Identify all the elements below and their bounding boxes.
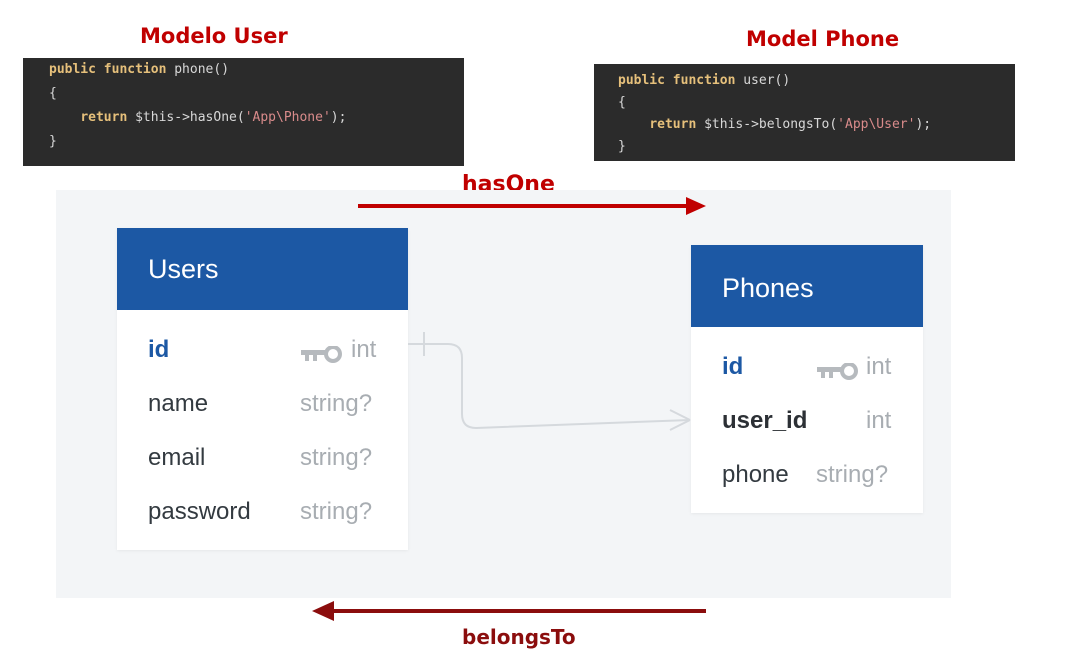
column-type: int bbox=[866, 353, 892, 380]
table-row: id int bbox=[117, 323, 408, 377]
column-name: user_id bbox=[722, 407, 808, 434]
column-name: id bbox=[722, 353, 744, 380]
column-type: string? bbox=[300, 444, 373, 471]
users-table-header: Users bbox=[117, 228, 408, 310]
code-line: public function user() bbox=[618, 73, 791, 88]
phones-table-header: Phones bbox=[691, 245, 923, 327]
has-one-arrow bbox=[358, 197, 706, 215]
belongs-to-label: belongsTo bbox=[462, 625, 576, 649]
code-line: return $this->hasOne('App\Phone'); bbox=[80, 110, 347, 125]
table-row: name string? bbox=[117, 377, 408, 431]
code-line: } bbox=[49, 134, 57, 149]
column-type: int bbox=[351, 336, 377, 363]
model-phone-title: Model Phone bbox=[746, 27, 900, 51]
modelo-user-title: Modelo User bbox=[140, 24, 288, 48]
users-table[interactable]: Users id int name string? email string? … bbox=[117, 228, 408, 550]
code-line: return $this->belongsTo('App\User'); bbox=[649, 117, 932, 132]
phones-table[interactable]: Phones id int user_id int phone string? bbox=[691, 245, 923, 513]
code-line: } bbox=[618, 139, 626, 154]
column-type: string? bbox=[300, 498, 373, 525]
column-name: email bbox=[148, 444, 206, 471]
phone-model-code: public function user() { return $this->b… bbox=[594, 64, 1015, 161]
column-type: int bbox=[866, 407, 892, 434]
key-icon bbox=[815, 360, 859, 388]
code-line: { bbox=[49, 86, 57, 101]
user-model-code: public function phone() { return $this->… bbox=[23, 58, 464, 166]
table-row: user_id int bbox=[691, 394, 923, 448]
column-type: string? bbox=[300, 390, 373, 417]
column-name: id bbox=[148, 336, 170, 363]
table-row: password string? bbox=[117, 485, 408, 539]
column-name: name bbox=[148, 390, 209, 417]
table-row: phone string? bbox=[691, 448, 923, 502]
key-icon bbox=[299, 343, 343, 371]
column-type: string? bbox=[816, 461, 889, 488]
column-name: phone bbox=[722, 461, 789, 488]
table-row: email string? bbox=[117, 431, 408, 485]
code-line: { bbox=[618, 95, 626, 110]
belongs-to-arrow bbox=[312, 601, 706, 621]
table-row: id int bbox=[691, 340, 923, 394]
code-line: public function phone() bbox=[49, 62, 230, 77]
column-name: password bbox=[148, 498, 251, 525]
